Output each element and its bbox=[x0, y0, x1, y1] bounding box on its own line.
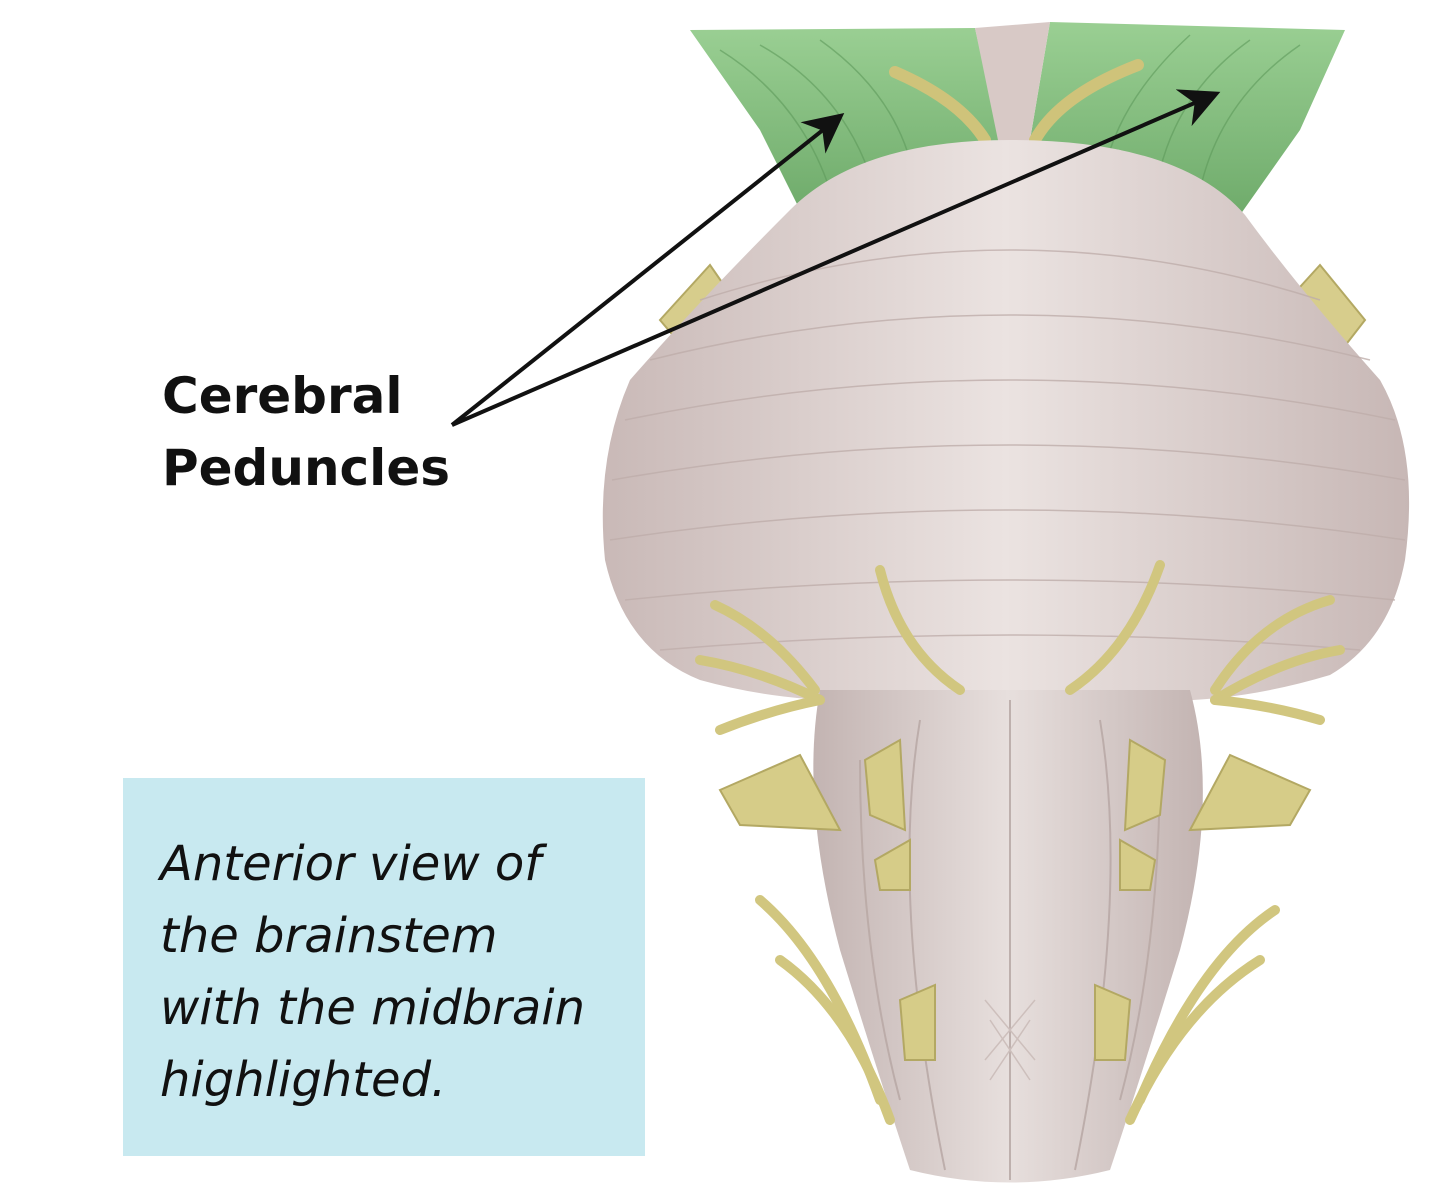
caption-line-3: with the midbrain bbox=[160, 980, 586, 1036]
cerebral-peduncles-label: Cerebral Peduncles bbox=[162, 360, 450, 504]
arrow-to-left-peduncle bbox=[450, 113, 845, 427]
caption-box: Anterior view of the brainstem with the … bbox=[123, 778, 645, 1156]
caption-line-4: highlighted. bbox=[160, 1052, 447, 1108]
caption-line-1: Anterior view of bbox=[160, 836, 542, 892]
caption-text: Anterior view of the brainstem with the … bbox=[160, 828, 585, 1116]
label-arrows bbox=[450, 89, 1221, 427]
label-line-1: Cerebral bbox=[162, 367, 403, 425]
cranial-nerve-roots bbox=[718, 738, 1312, 1061]
interpeduncular-fossa bbox=[975, 22, 1050, 150]
cranial-nerves bbox=[695, 560, 1345, 1125]
caption-line-2: the brainstem bbox=[160, 908, 498, 964]
label-line-2: Peduncles bbox=[162, 439, 450, 497]
oculomotor-nerves bbox=[889, 59, 1144, 146]
left-cerebral-peduncle bbox=[690, 28, 1000, 210]
arrow-to-right-peduncle bbox=[451, 89, 1221, 427]
